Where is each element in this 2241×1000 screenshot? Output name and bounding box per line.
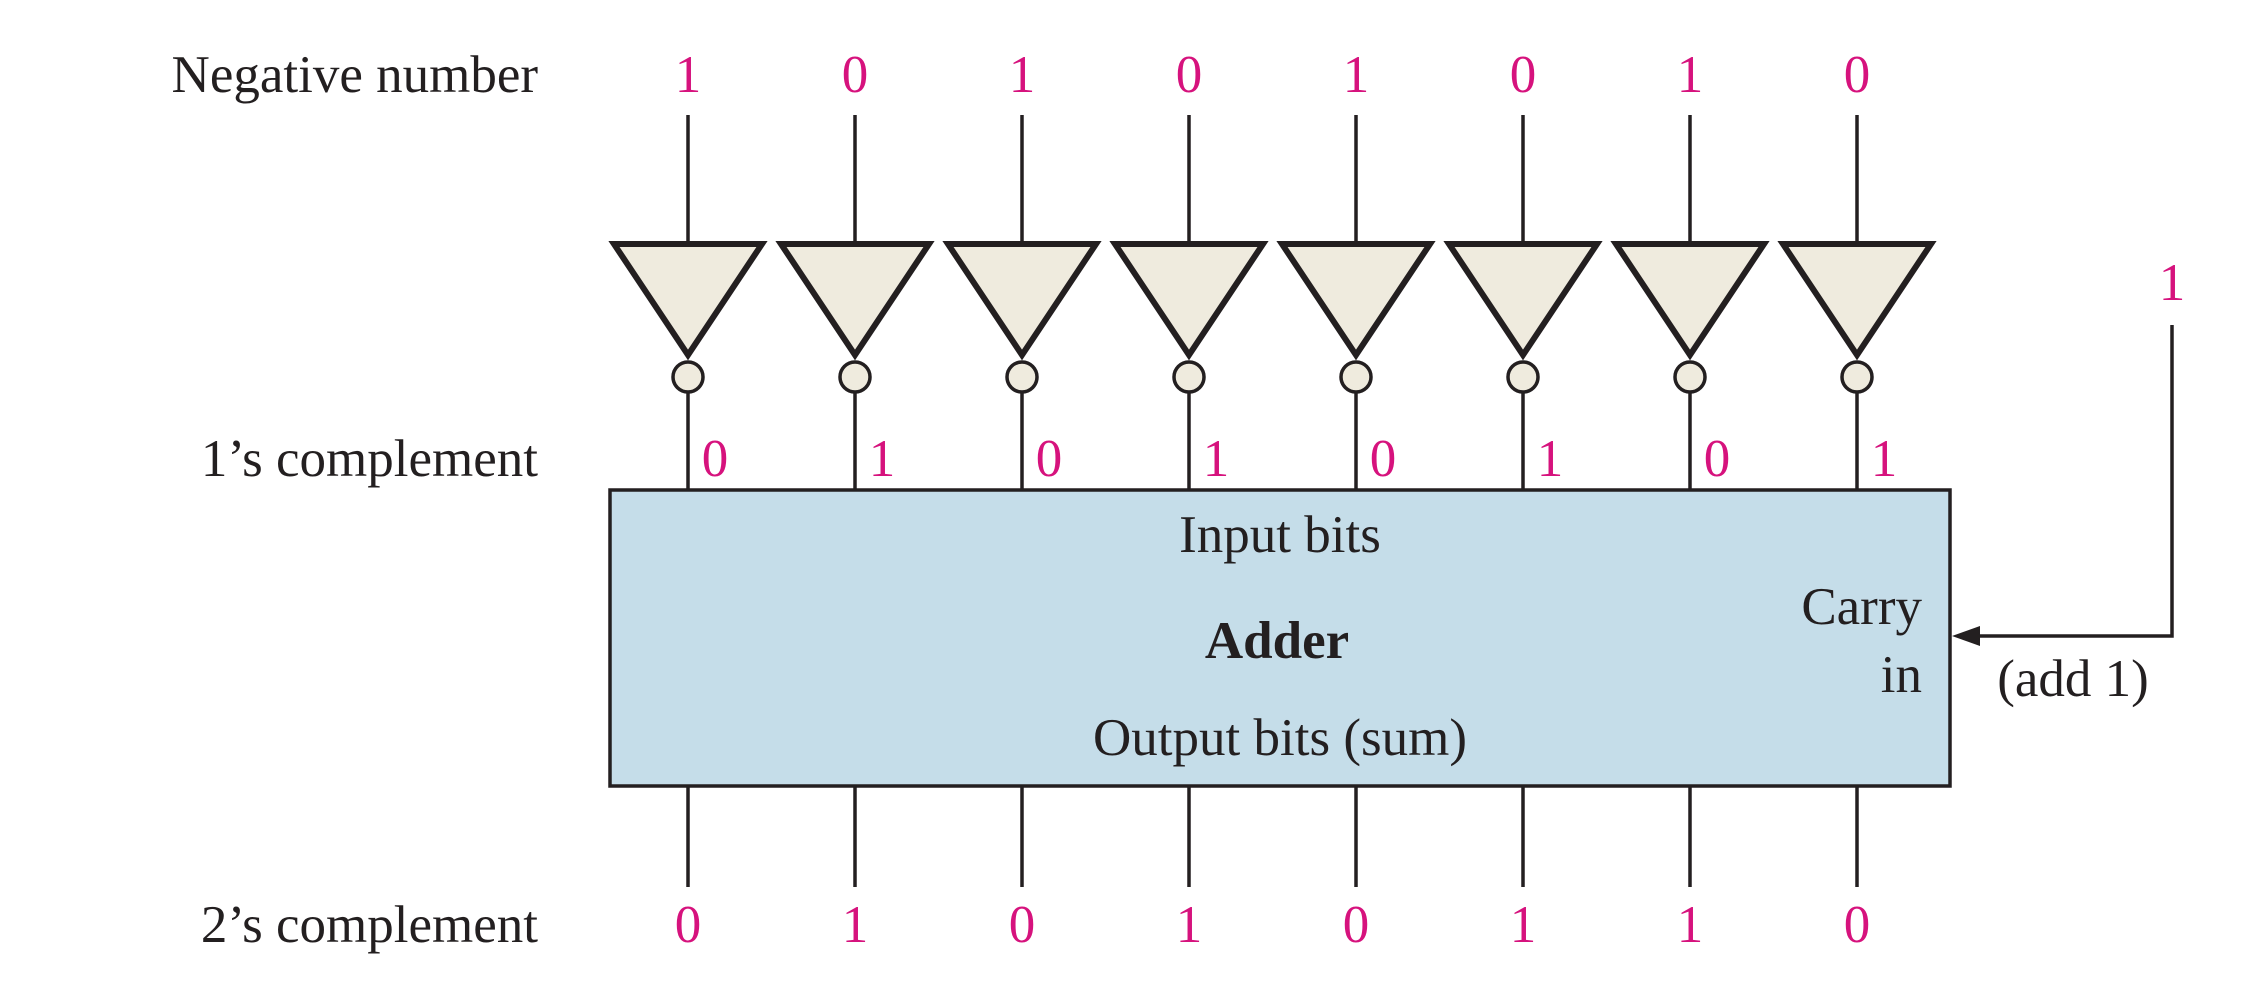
negative-number-bit: 1: [675, 46, 702, 104]
add-one-note: (add 1): [1997, 650, 2149, 708]
ones-complement-bit: 0: [1370, 430, 1397, 488]
inverter-bubble-icon: [1339, 360, 1373, 394]
ones-complement-bit: 1: [1203, 430, 1230, 488]
twos-complement-bit: 0: [1343, 896, 1370, 954]
inverter-gate-icon: [1276, 241, 1436, 361]
ones-complement-bit: 0: [1704, 430, 1731, 488]
twos-complement-bit: 1: [1176, 896, 1203, 954]
inverter-array: [608, 115, 1937, 490]
twos-complement-bit: 0: [675, 896, 702, 954]
ones-complement-bit: 1: [869, 430, 896, 488]
negative-number-bit: 0: [1176, 46, 1203, 104]
ones-complement-bit: 0: [702, 430, 729, 488]
twos-complement-bit: 1: [1510, 896, 1537, 954]
twos-complement-bits: 0 1 0 1 0 1 1 0: [675, 786, 1871, 954]
negative-number-bit: 1: [1677, 46, 1704, 104]
ones-complement-bits: 0 1 0 1 0 1 0 1: [702, 430, 1898, 488]
carry-in-arrow-icon: [1952, 626, 1980, 646]
inverter-gate-icon: [1610, 241, 1770, 361]
negative-number-bit: 0: [1844, 46, 1871, 104]
inverter-bubble-icon: [1005, 360, 1039, 394]
inverter-gate-icon: [1109, 241, 1269, 361]
inverter-bubble-icon: [671, 360, 705, 394]
twos-complement-bit: 1: [1677, 896, 1704, 954]
twos-complement-bit: 1: [842, 896, 869, 954]
negative-number-bits: 1 0 1 0 1 0 1 0: [675, 46, 1871, 104]
adder-input-label: Input bits: [1179, 506, 1381, 564]
adder-title: Adder: [1205, 612, 1349, 670]
inverter-gate-icon: [608, 241, 768, 361]
carry-in-label-line1: Carry: [1801, 578, 1922, 636]
ones-complement-bit: 0: [1036, 430, 1063, 488]
ones-complement-label: 1’s complement: [201, 430, 538, 488]
inverter-gate-icon: [1777, 241, 1937, 361]
inverter-gate-icon: [1443, 241, 1603, 361]
inverter-gate-icon: [775, 241, 935, 361]
negative-number-bit: 0: [842, 46, 869, 104]
carry-in-label-line2: in: [1881, 646, 1922, 704]
twos-complement-label: 2’s complement: [201, 896, 538, 954]
adder-box: [608, 488, 1952, 788]
negative-number-label: Negative number: [172, 46, 539, 104]
ones-complement-bit: 1: [1537, 430, 1564, 488]
negative-number-bit: 0: [1510, 46, 1537, 104]
negative-number-bit: 1: [1009, 46, 1036, 104]
inverter-bubble-icon: [1506, 360, 1540, 394]
carry-in-wire: [1975, 325, 2174, 638]
inverter-bubble-icon: [1172, 360, 1206, 394]
carry-bit-value: 1: [2159, 254, 2186, 312]
inverter-bubble-icon: [1840, 360, 1874, 394]
adder-output-label: Output bits (sum): [1093, 709, 1467, 767]
negative-number-bit: 1: [1343, 46, 1370, 104]
twos-complement-bit: 0: [1844, 896, 1871, 954]
ones-complement-bit: 1: [1871, 430, 1898, 488]
inverter-gate-icon: [942, 241, 1102, 361]
twos-complement-bit: 0: [1009, 896, 1036, 954]
inverter-bubble-icon: [1673, 360, 1707, 394]
inverter-bubble-icon: [838, 360, 872, 394]
